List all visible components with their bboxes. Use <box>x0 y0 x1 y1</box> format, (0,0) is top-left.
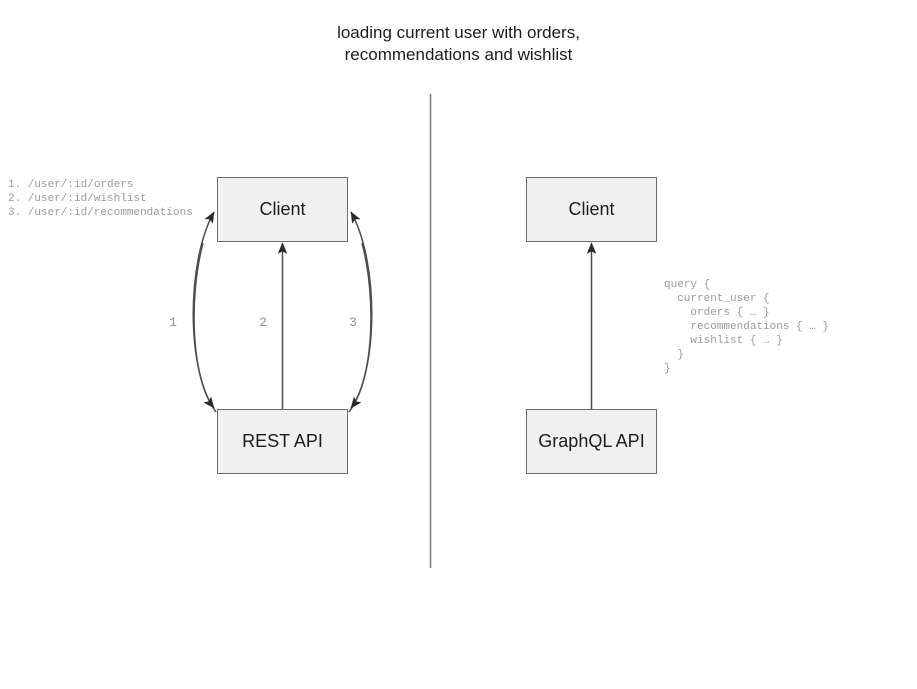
edge-1-client-to-rest <box>193 242 215 409</box>
node-graphql-api[interactable]: GraphQL API <box>526 409 657 474</box>
graphql-query-note: query { current_user { orders { … } reco… <box>664 279 830 375</box>
node-client-graphql[interactable]: Client <box>526 177 657 242</box>
edge-3-client-to-rest <box>350 242 372 409</box>
node-client-rest[interactable]: Client <box>217 177 348 242</box>
rest-endpoints-note: 1. /user/:id/orders 2. /user/:id/wishlis… <box>8 179 193 219</box>
edge-label-1: 1 <box>169 315 177 330</box>
edge-3-rest-to-client <box>348 211 373 413</box>
page-title: loading current user with orders, recomm… <box>337 23 580 64</box>
edge-1-rest-to-client <box>192 211 217 413</box>
edge-label-3: 3 <box>349 315 357 330</box>
edge-label-2: 2 <box>259 315 267 330</box>
node-rest-api[interactable]: REST API <box>217 409 348 474</box>
